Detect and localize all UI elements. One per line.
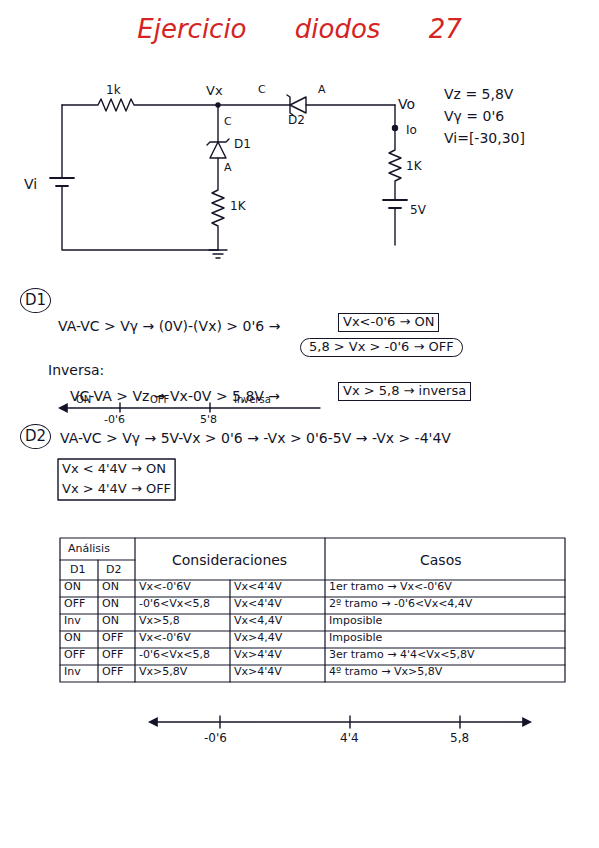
table-cell: OFF	[102, 649, 123, 662]
table-cell: D1	[70, 564, 85, 577]
table-cell: Inv	[64, 615, 81, 628]
text-label: VA-VC > Vγ → (0V)-(Vx) > 0'6 →	[58, 318, 280, 334]
table-cell: Vx>4,4V	[234, 632, 282, 645]
text-label: C	[258, 84, 266, 97]
table-cell: Vx<4'4V	[234, 581, 282, 594]
node-dot	[216, 103, 220, 107]
text-label: Vx < 4'4V → ON	[62, 462, 166, 477]
table-cell: 4º tramo → Vx>5,8V	[329, 666, 442, 679]
text-label: 5'8	[200, 414, 217, 427]
text-label: Inversa:	[48, 362, 104, 378]
text-label: ON	[76, 394, 91, 406]
table-cell: Vx<-0'6V	[139, 581, 191, 594]
text-label: VA-VC > Vγ → 5V-Vx > 0'6 → -Vx > 0'6-5V …	[60, 430, 451, 446]
table-cell: ON	[102, 581, 119, 594]
table-cell: Vx>5,8V	[139, 666, 187, 679]
boxed-result: 5,8 > Vx > -0'6 → OFF	[300, 338, 463, 357]
table-cell: Imposible	[329, 615, 382, 628]
text-label: -0'6	[204, 732, 227, 746]
table-cell: ON	[102, 615, 119, 628]
table-cell: ON	[64, 581, 81, 594]
table-cell: 2º tramo → -0'6<Vx<4,4V	[329, 598, 472, 611]
circuit-wires	[62, 99, 401, 250]
table-cell: ON	[102, 598, 119, 611]
text-label: Vx	[206, 84, 223, 99]
battery-symbol	[50, 178, 407, 208]
table-cell: OFF	[64, 598, 85, 611]
text-label: Vo	[398, 96, 415, 112]
result-box	[58, 459, 175, 500]
text-label: D2	[288, 114, 305, 128]
table-cell: Vx>5,8	[139, 615, 180, 628]
table-cell: Inv	[64, 666, 81, 679]
table-cell: D2	[106, 564, 121, 577]
text-label: 5V	[410, 204, 426, 218]
text-label: C	[224, 116, 232, 129]
text-label: Vx > 4'4V → OFF	[62, 482, 171, 497]
text-label: Io	[406, 124, 417, 138]
table-cell: Vx>4'4V	[234, 666, 282, 679]
circled-heading: D1	[20, 288, 51, 313]
text-label: Vz = 5,8V	[444, 86, 513, 102]
node-dot	[393, 126, 398, 131]
boxed-result: Vx<-0'6 → ON	[338, 313, 439, 332]
diode-symbol	[287, 95, 306, 115]
table-cell: Análisis	[68, 543, 110, 556]
text-label: 1K	[230, 200, 246, 214]
text-label: D1	[234, 138, 251, 152]
table-cell: Casos	[420, 552, 462, 568]
table-cell: -0'6<Vx<5,8	[139, 598, 210, 611]
table-cell: Consideraciones	[172, 552, 287, 568]
page-title: Ejercicio diodos 27	[0, 14, 599, 44]
boxed-result: Vx > 5,8 → inversa	[338, 382, 471, 401]
table-cell: Vx<-0'6V	[139, 632, 191, 645]
zener-diode-symbol	[207, 139, 229, 158]
table-cell: -0'6<Vx<5,8	[139, 649, 210, 662]
text-label: Vi=[-30,30]	[444, 130, 525, 146]
text-label: 1k	[106, 84, 121, 98]
table-cell: ON	[64, 632, 81, 645]
table-grid	[60, 538, 565, 682]
table-cell: Imposible	[329, 632, 382, 645]
table-cell: Vx<4,4V	[234, 615, 282, 628]
number-line	[60, 403, 530, 728]
table-cell: OFF	[102, 632, 123, 645]
ground-symbol	[209, 250, 227, 258]
text-label: OFF	[150, 394, 169, 406]
table-cell: Vx>4'4V	[234, 649, 282, 662]
table-cell: 1er tramo → Vx<-0'6V	[329, 581, 452, 594]
circled-heading: D2	[20, 424, 51, 449]
table-cell: OFF	[64, 649, 85, 662]
text-label: A	[224, 162, 232, 175]
text-label: Vi	[24, 176, 37, 192]
text-label: 5,8	[450, 732, 469, 746]
text-label: 4'4	[340, 732, 359, 746]
table-cell: OFF	[102, 666, 123, 679]
text-label: 1K	[406, 160, 422, 174]
text-label: Vγ = 0'6	[444, 108, 504, 124]
table-cell: 3er tramo → 4'4<Vx<5,8V	[329, 649, 475, 662]
text-label: A	[318, 84, 326, 97]
text-label: -0'6	[104, 414, 125, 427]
table-cell: Vx<4'4V	[234, 598, 282, 611]
text-label: Inversa	[234, 394, 271, 406]
